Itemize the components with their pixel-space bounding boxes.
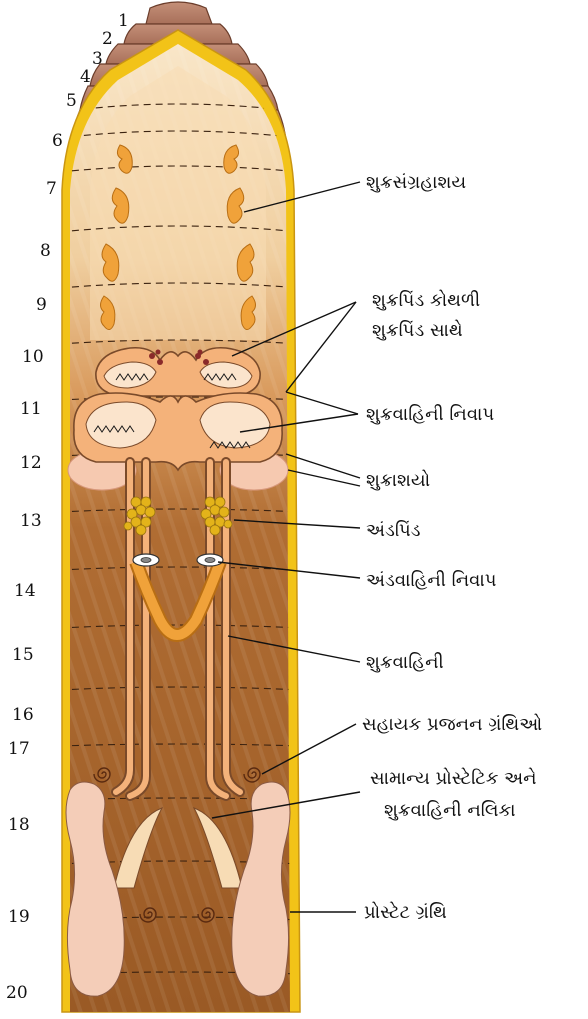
label-testis-sac-line2: શુક્રપિંડ સાથે — [372, 320, 463, 341]
label-common-duct-line1: સામાન્ય પ્રોસ્ટેટિક અને — [370, 768, 537, 789]
segment-number: 19 — [8, 907, 30, 927]
segment-number: 18 — [8, 815, 30, 835]
label-oviduct-funnel: અંડવાહિની નિવાપ — [366, 570, 496, 591]
segment-number: 20 — [6, 983, 28, 1003]
segment-number: 6 — [52, 131, 63, 151]
segment-number: 7 — [46, 179, 57, 199]
segment-number: 4 — [80, 67, 91, 87]
segment-number: 15 — [12, 645, 34, 665]
segment-number: 13 — [20, 511, 42, 531]
label-accessory-glands: સહાયક પ્રજનન ગ્રંથિઓ — [362, 714, 542, 735]
label-spermatheca: શુક્રસંગ્રહાશય — [366, 172, 466, 193]
segment-number: 14 — [14, 581, 36, 601]
segment-number: 9 — [36, 295, 47, 315]
segment-number: 16 — [12, 705, 34, 725]
segment-number: 8 — [40, 241, 51, 261]
label-vas-deferens: શુક્રવાહિની — [366, 652, 444, 673]
structure-labels: શુક્રસંગ્રહાશય શુક્રપિંડ કોથળી શુક્રપિંડ… — [362, 172, 542, 923]
segment-number: 11 — [20, 399, 42, 419]
segment-number: 5 — [66, 91, 77, 111]
label-prostate-gland: પ્રોસ્ટેટ ગ્રંથિ — [364, 902, 447, 923]
label-ovary: અંડપિંડ — [366, 520, 421, 541]
segment-number: 2 — [102, 29, 113, 49]
label-common-duct-line2: શુક્રવાહિની નલિકા — [384, 800, 516, 821]
label-seminal-vesicles: શુક્રાશયો — [366, 470, 430, 491]
segment-number: 10 — [22, 347, 44, 367]
testis-sacs — [74, 348, 282, 470]
label-vas-deferens-funnel: શુક્રવાહિની નિવાપ — [366, 404, 494, 425]
segment-number: 1 — [118, 11, 129, 31]
label-testis-sac-line1: શુક્રપિંડ કોથળી — [372, 290, 480, 311]
segment-number: 17 — [8, 739, 30, 759]
segment-number: 12 — [20, 453, 42, 473]
segment-number: 3 — [92, 49, 103, 69]
